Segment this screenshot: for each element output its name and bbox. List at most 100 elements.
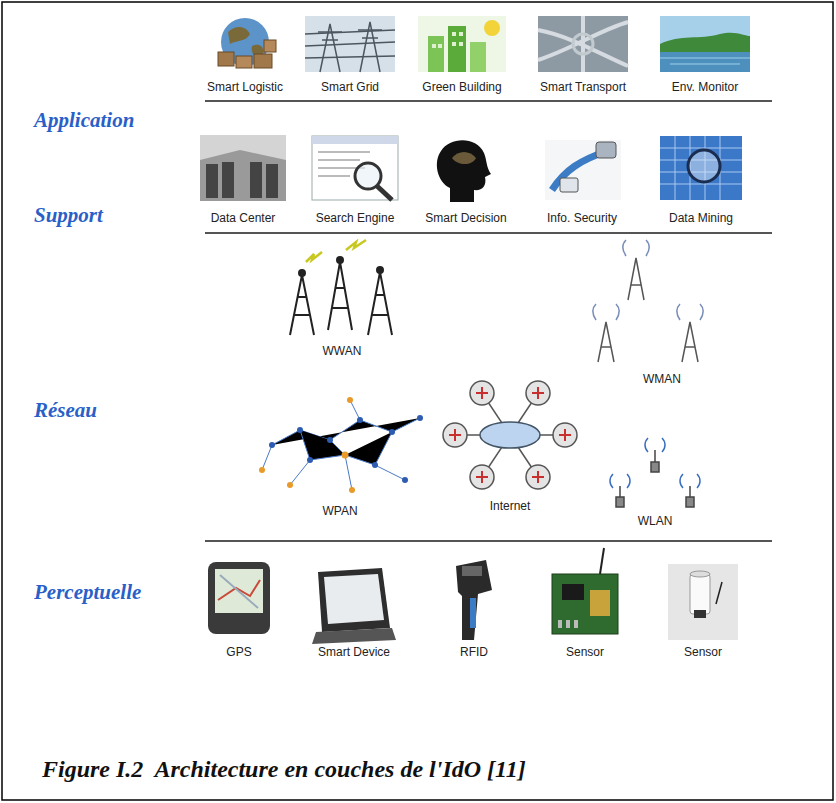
internet-cloud bbox=[443, 423, 467, 447]
icon-label: Data Mining bbox=[669, 212, 733, 226]
wpan-mesh bbox=[342, 452, 349, 459]
grid-icon bbox=[318, 24, 342, 72]
layer-name: Application bbox=[34, 108, 134, 132]
wpan-mesh bbox=[259, 397, 423, 493]
datacenter-icon bbox=[200, 135, 286, 201]
sensor-board-icon bbox=[552, 574, 618, 634]
wpan-mesh bbox=[327, 437, 333, 443]
tablet-icon bbox=[318, 568, 390, 632]
search-icon bbox=[312, 136, 398, 200]
datacenter-icon bbox=[200, 135, 286, 201]
wireless-link bbox=[306, 240, 366, 262]
network-label: WPAN bbox=[322, 505, 357, 519]
network-label: Internet bbox=[490, 500, 531, 514]
layer-separator bbox=[205, 100, 772, 102]
building-icon bbox=[432, 44, 436, 48]
wpan-mesh bbox=[269, 415, 423, 483]
icon-label: Sensor bbox=[566, 646, 604, 660]
sensor-board-icon bbox=[558, 620, 578, 628]
grid-icon bbox=[305, 22, 395, 72]
sensor-cylinder-icon bbox=[668, 564, 738, 640]
building-icon bbox=[418, 16, 506, 72]
internet-cloud bbox=[443, 381, 577, 489]
wwan-towers bbox=[290, 275, 314, 335]
building-icon bbox=[438, 44, 442, 48]
wpan-mesh bbox=[272, 418, 420, 445]
decision-icon bbox=[437, 140, 491, 202]
gps-icon bbox=[208, 562, 270, 634]
sensor-board-icon bbox=[600, 548, 604, 574]
wlan-antennas bbox=[610, 438, 700, 507]
wpan-mesh bbox=[269, 442, 275, 448]
wwan-towers bbox=[377, 267, 383, 273]
logistic-icon bbox=[254, 54, 272, 68]
icon-label: RFID bbox=[460, 646, 488, 660]
datacenter-icon bbox=[206, 164, 218, 198]
wwan-towers bbox=[299, 270, 305, 276]
icon-label: Env. Monitor bbox=[672, 81, 738, 95]
internet-cloud bbox=[476, 471, 488, 483]
internet-cloud bbox=[480, 422, 540, 448]
security-icon bbox=[560, 178, 578, 192]
transport-icon bbox=[581, 16, 585, 72]
layer-name: Réseau bbox=[34, 398, 97, 422]
network-label: WMAN bbox=[643, 373, 681, 387]
transport-icon bbox=[538, 16, 628, 72]
logistic-icon bbox=[218, 18, 276, 68]
wpan-mesh bbox=[307, 457, 313, 463]
logistic-icon bbox=[236, 56, 252, 68]
wpan-mesh bbox=[347, 397, 353, 403]
internet-cloud bbox=[553, 423, 577, 447]
wwan-towers bbox=[328, 262, 352, 330]
sensor-cylinder-icon bbox=[668, 564, 738, 640]
internet-cloud bbox=[532, 471, 544, 483]
icon-label: Smart Decision bbox=[425, 212, 506, 226]
building-icon bbox=[459, 42, 463, 46]
logistic-icon bbox=[264, 40, 276, 52]
wlan-antennas bbox=[651, 462, 659, 472]
wman-towers bbox=[677, 304, 703, 320]
search-icon bbox=[318, 151, 370, 153]
wlan-antennas bbox=[645, 438, 665, 452]
layer-name: Support bbox=[34, 203, 103, 227]
search-icon bbox=[312, 136, 398, 200]
wpan-mesh bbox=[357, 417, 363, 423]
search-icon bbox=[312, 136, 398, 144]
environment-icon bbox=[660, 16, 750, 72]
layer-separator bbox=[205, 232, 772, 234]
environment-icon bbox=[660, 52, 750, 72]
internet-cloud bbox=[449, 387, 571, 483]
decision-icon bbox=[452, 152, 476, 164]
environment-icon bbox=[660, 58, 750, 64]
security-icon bbox=[545, 140, 621, 200]
datamining-icon bbox=[688, 150, 720, 182]
icon-label: Smart Transport bbox=[540, 81, 626, 95]
building-icon bbox=[452, 42, 456, 46]
search-icon bbox=[355, 163, 381, 189]
wireless-link bbox=[346, 240, 366, 250]
gps-icon bbox=[220, 575, 258, 608]
environment-icon bbox=[660, 16, 750, 72]
security-icon bbox=[545, 140, 621, 200]
internet-cloud bbox=[532, 387, 544, 399]
wpan-mesh bbox=[262, 400, 360, 490]
sensor-board-icon bbox=[566, 620, 570, 628]
grid-icon bbox=[305, 30, 395, 58]
security-icon bbox=[596, 142, 616, 158]
wpan-mesh bbox=[300, 430, 405, 480]
datamining-icon bbox=[660, 148, 742, 149]
icon-label: Info. Security bbox=[547, 212, 617, 226]
wpan-mesh bbox=[389, 429, 395, 435]
gps-icon bbox=[215, 569, 263, 613]
icon-label: GPS bbox=[226, 646, 251, 660]
datacenter-icon bbox=[266, 164, 278, 198]
layer-separator bbox=[205, 540, 772, 542]
rfid-icon bbox=[470, 598, 476, 628]
search-icon bbox=[318, 159, 360, 161]
wpan-mesh bbox=[417, 415, 423, 421]
grid-icon bbox=[305, 16, 395, 72]
icon-label: Smart Grid bbox=[321, 81, 379, 95]
wpan-mesh bbox=[402, 477, 408, 483]
building-icon bbox=[484, 20, 500, 36]
